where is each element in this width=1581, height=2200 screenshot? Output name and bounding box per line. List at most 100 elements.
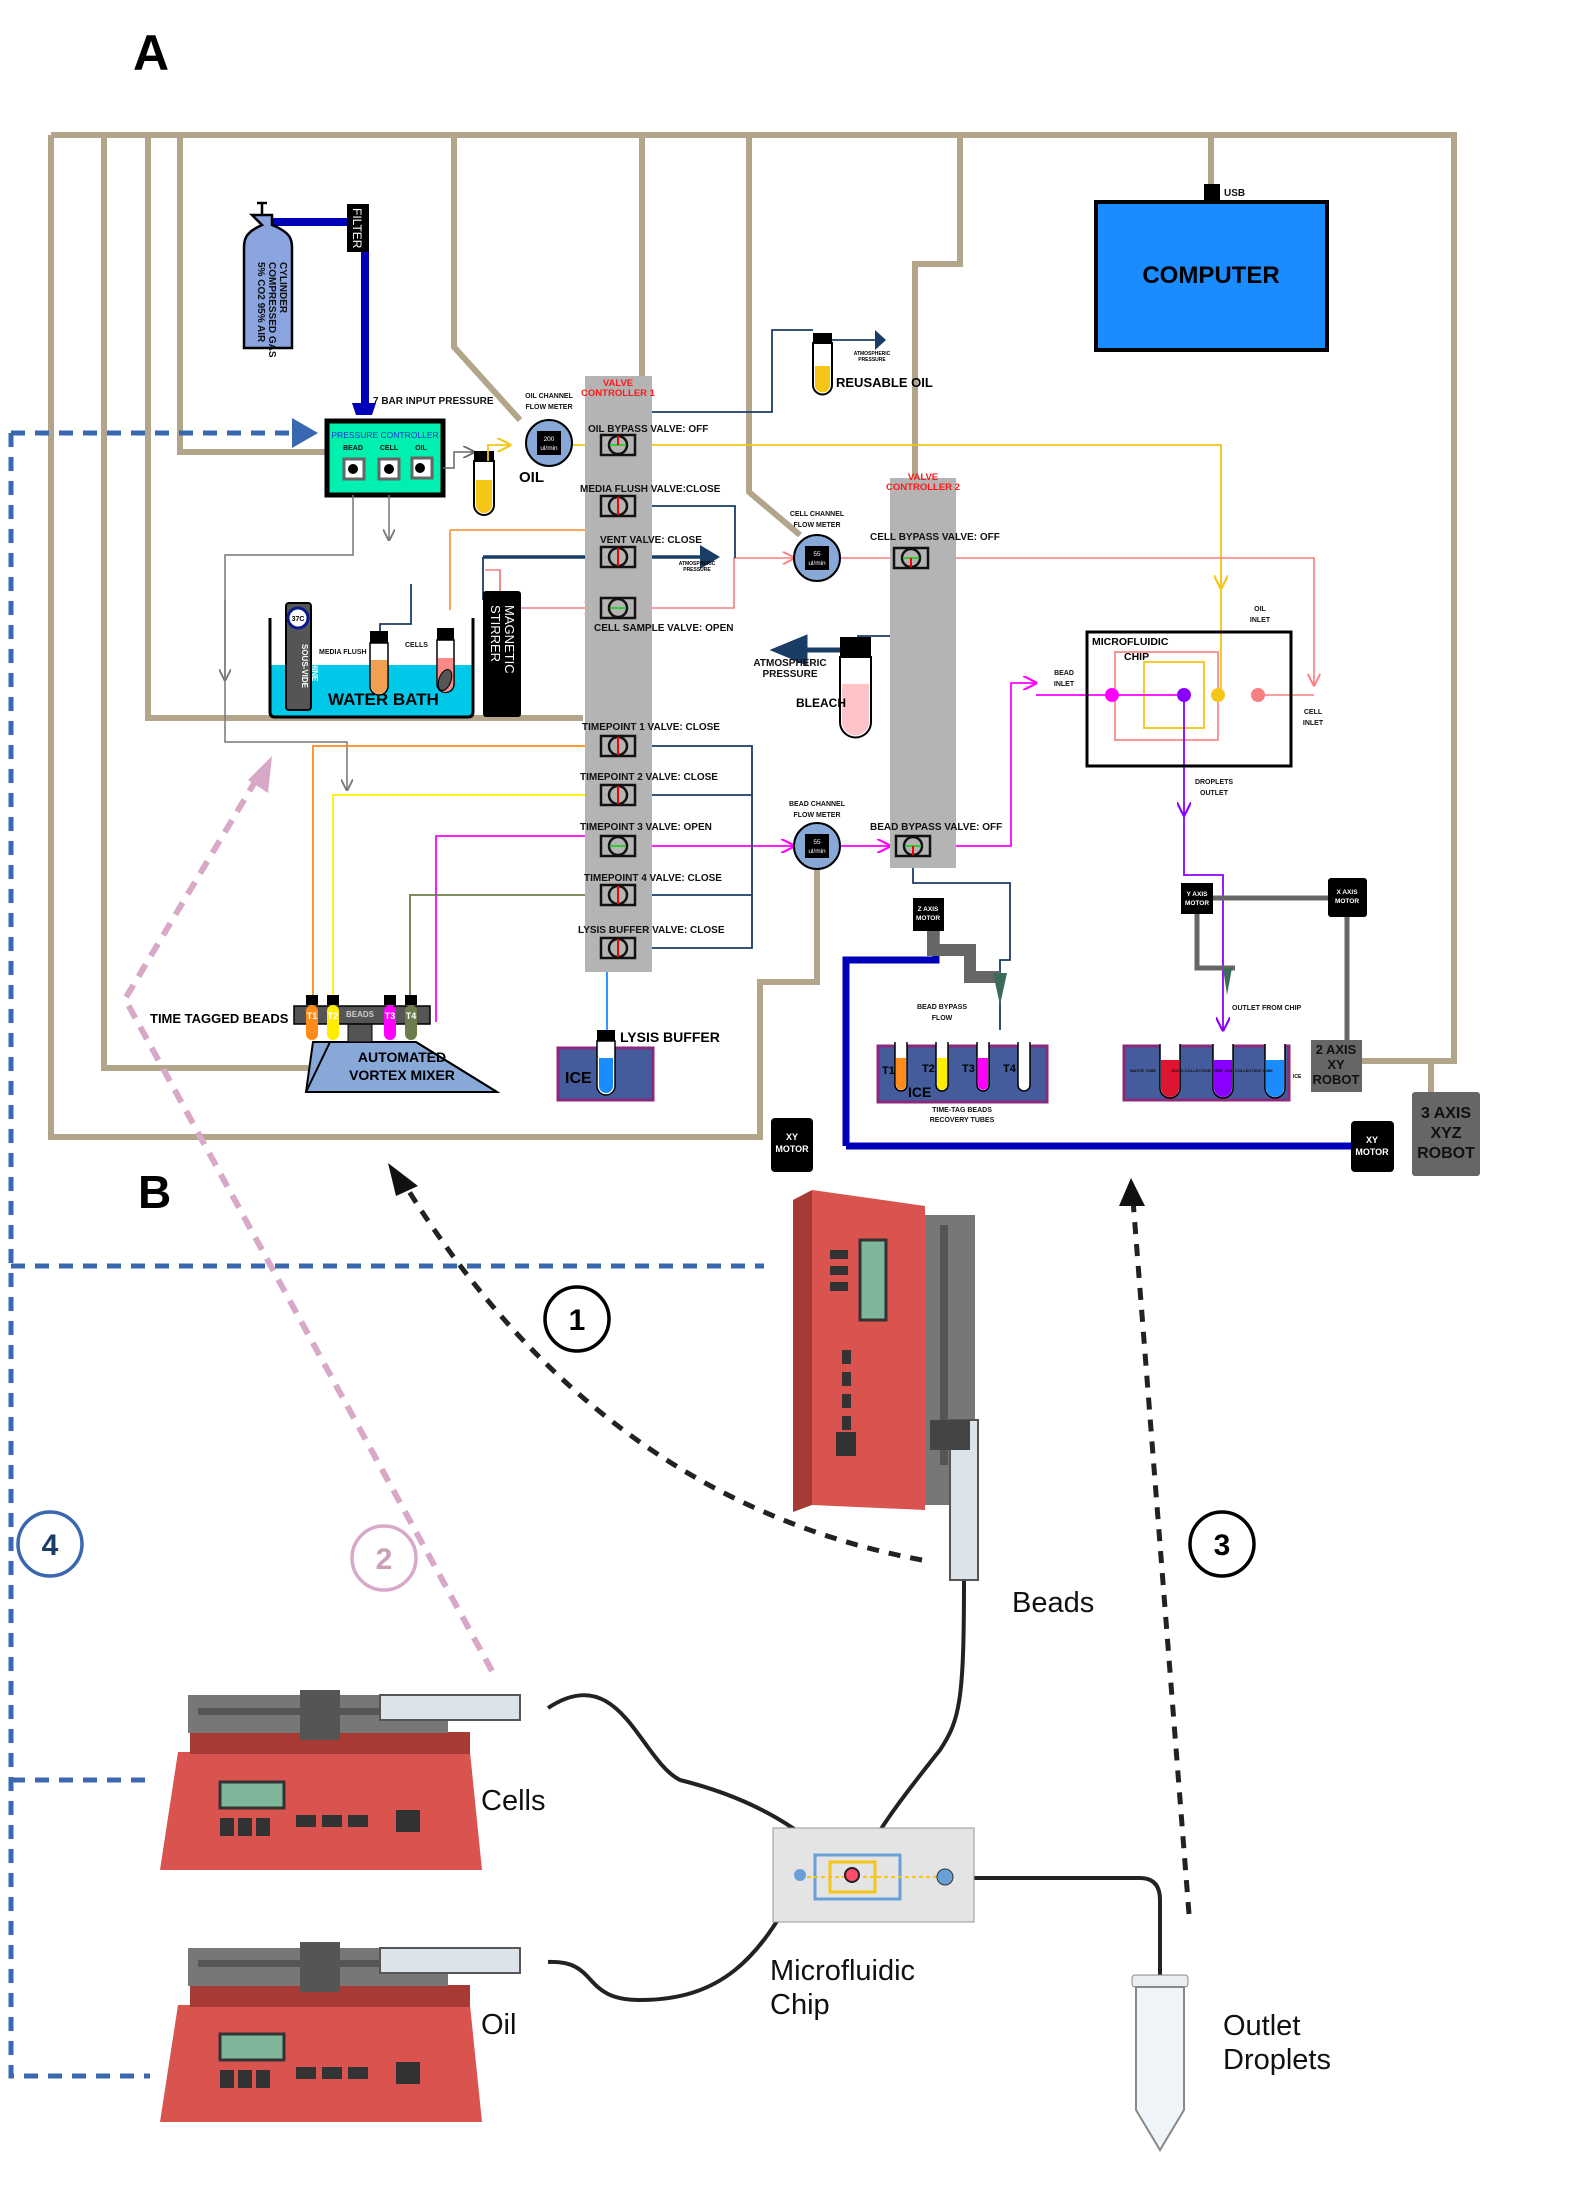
- svg-text:OIL: OIL: [519, 469, 544, 486]
- valve-vent: [599, 545, 637, 569]
- arrow-icon: [248, 756, 272, 793]
- valve-cell-bypass: [892, 546, 930, 570]
- valve-label: TIMEPOINT 3 VALVE: OPEN: [580, 822, 712, 833]
- panel-a-label: A: [133, 25, 169, 81]
- svg-text:2: 2: [376, 1543, 393, 1576]
- svg-text:PRESSURE CONTROLLER: PRESSURE CONTROLLER: [331, 430, 438, 440]
- svg-text:CELL: CELL: [380, 445, 399, 452]
- svg-text:T2: T2: [328, 1011, 339, 1021]
- valve-timepoint-1: [599, 734, 637, 758]
- svg-text:LYSIS BUFFER: LYSIS BUFFER: [620, 1029, 720, 1045]
- two-axis-robot: [1311, 1040, 1362, 1092]
- svg-text:BEADS: BEADS: [346, 1010, 375, 1019]
- valve-label: VENT VALVE: CLOSE: [600, 535, 702, 546]
- valve-media-flush: [599, 494, 637, 518]
- svg-text:BLEACH: BLEACH: [796, 696, 846, 710]
- valve-label: CELL SAMPLE VALVE: OPEN: [594, 623, 733, 634]
- panel-b-label: B: [138, 1166, 171, 1218]
- arrow-icon: [388, 1163, 418, 1196]
- svg-text:OUTLET FROM CHIP: OUTLET FROM CHIP: [1232, 1005, 1302, 1012]
- svg-text:1: 1: [569, 1304, 586, 1337]
- oil-label: Oil: [481, 2009, 516, 2041]
- control-cabling: [48, 132, 1457, 1140]
- xy-motor-left: [771, 1118, 813, 1172]
- valve-timepoint-3: [599, 834, 637, 858]
- svg-text:WATER BATH: WATER BATH: [328, 690, 439, 709]
- valve-label: TIMEPOINT 1 VALVE: CLOSE: [582, 722, 720, 733]
- svg-text:BAD COLLECTION TUBE: BAD COLLECTION TUBE: [1225, 1068, 1273, 1073]
- valve-label: LYSIS BUFFER VALVE: CLOSE: [578, 925, 725, 936]
- svg-text:3: 3: [1214, 1529, 1231, 1562]
- valve-oil-bypass: [599, 433, 637, 457]
- timepoint-lines: [312, 529, 608, 1030]
- valve-timepoint-2: [599, 783, 637, 807]
- svg-text:T4: T4: [406, 1011, 417, 1021]
- valve-label: BEAD BYPASS VALVE: OFF: [870, 822, 1002, 833]
- step-1-dashed-link: [402, 1183, 923, 1563]
- gas-cylinder: 5% CO2 95% AIRCOMPRESSED GASCYLINDER FIL…: [242, 201, 494, 408]
- valve-controller-2: [890, 478, 956, 868]
- step-4-dashed-link: [8, 430, 764, 2079]
- outlet-droplets-tube: [1131, 1974, 1189, 2152]
- cells-syringe-pump: [160, 1690, 521, 1870]
- svg-text:MEDIA FLUSH: MEDIA FLUSH: [319, 649, 367, 656]
- svg-text:TIME TAGGED BEADS: TIME TAGGED BEADS: [150, 1011, 289, 1026]
- svg-text:ICE: ICE: [908, 1084, 931, 1100]
- svg-text:T2: T2: [922, 1063, 935, 1075]
- svg-text:4: 4: [42, 1529, 59, 1562]
- svg-text:5% CO2 95% AIRCOMPRESSED GASCY: 5% CO2 95% AIRCOMPRESSED GASCYLINDER: [255, 262, 288, 358]
- pressure-controller: PRESSURE CONTROLLER BEAD CELL OIL: [324, 403, 446, 498]
- usb-label: USB: [1224, 188, 1245, 199]
- svg-text:T3: T3: [962, 1063, 975, 1075]
- svg-text:OIL: OIL: [415, 445, 427, 452]
- svg-text:MAGNETICSTIRRER: MAGNETICSTIRRER: [488, 605, 517, 674]
- filter-label: FILTER: [350, 208, 364, 249]
- svg-text:T1: T1: [307, 1011, 318, 1021]
- svg-text:37C: 37C: [292, 616, 305, 623]
- x-axis-motor: [1328, 878, 1367, 917]
- xy-motor-right: [1351, 1121, 1394, 1172]
- valve-controller-1: [585, 376, 652, 972]
- valve-timepoint-4: [599, 883, 637, 907]
- y-axis-motor: [1181, 883, 1213, 914]
- computer: USB COMPUTER: [1094, 184, 1329, 352]
- valve-label: MEDIA FLUSH VALVE:CLOSE: [580, 484, 721, 495]
- valve-label: OIL BYPASS VALVE: OFF: [588, 424, 708, 435]
- arrow-icon: [1119, 1178, 1145, 1206]
- droplet-line: [1184, 695, 1223, 1030]
- z-axis-motor: [913, 898, 944, 931]
- step-2-dashed-link: [121, 768, 495, 1673]
- arrow-icon: [292, 418, 318, 448]
- valve-lysis-buffer: [599, 936, 637, 960]
- water-bath: 37C SOUS-VIDEMACHINE WATER BATH MEDIA FL…: [268, 591, 521, 719]
